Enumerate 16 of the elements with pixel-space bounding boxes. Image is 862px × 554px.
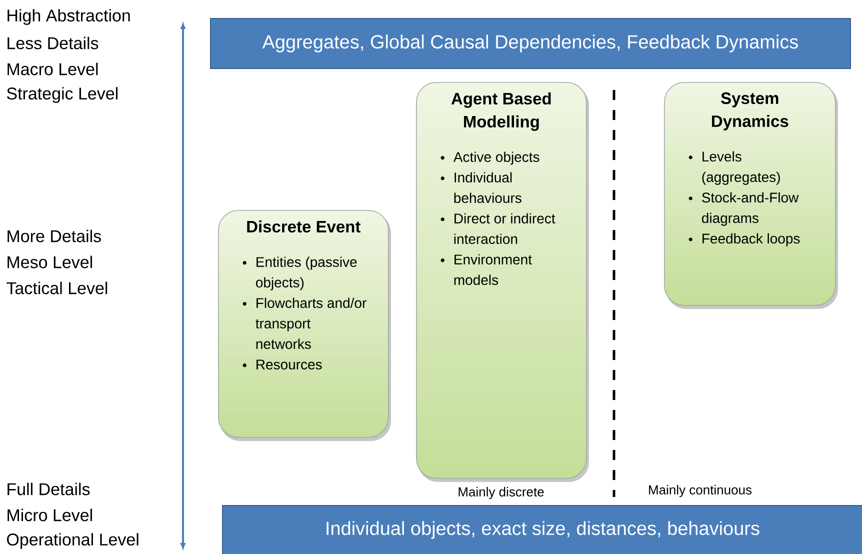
level-label: High Abstraction [8, 9, 130, 25]
level-label: Micro Level [8, 508, 92, 522]
method-card: Agent Based Modelling Active objects Individual behaviours Direct or indirect interaction Environment models [416, 82, 587, 479]
scope-label: Mainly discrete [458, 486, 544, 500]
level-label: Tactical Level [6, 282, 108, 294]
level-label: Full Details [8, 482, 90, 496]
level-label: Less Details [8, 36, 98, 50]
level-label: Operational Level [7, 533, 138, 549]
band: Individual objects, exact size, distances, behaviours [222, 505, 862, 554]
method-card: Discrete Event Entities (passive objects) Flowcharts and/or transport networks Resources [218, 210, 389, 438]
band: Aggregates, Global Causal Dependencies, Feedback Dynamics [210, 18, 851, 69]
method-card: System Dynamics Levels (aggregates) Stock-and-Flow diagrams Feedback loops [664, 82, 836, 306]
level-label: More Details [8, 230, 101, 242]
level-label: Macro Level [8, 62, 98, 76]
level-label: Strategic Level [6, 87, 118, 103]
level-label: Meso Level [8, 256, 92, 268]
